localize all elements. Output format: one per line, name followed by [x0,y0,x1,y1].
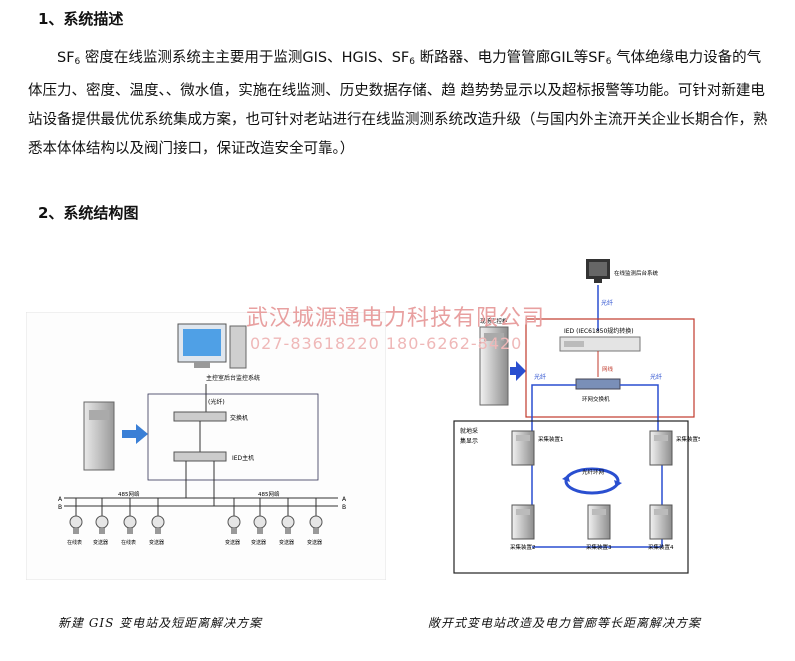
bus-network-label-left: 485网络 [118,490,140,498]
switch-icon [173,411,227,422]
fiber-label-right: 光纤 [650,373,662,381]
fiber-label-top: 光纤 [601,299,613,307]
sensor-label: 变送器 [149,539,164,546]
ring-switch-label: 环网交换机 [582,395,610,403]
sensor-gauge-icon [227,498,241,534]
collection-unit-label: 采集装置4 [648,543,674,551]
collection-unit-label: 采集装置2 [510,543,536,551]
arrow-right-icon [122,424,148,444]
collection-unit-icon [649,504,673,540]
sensor-gauge-icon [95,498,109,534]
bus-network-label-right: 485网络 [258,490,280,498]
field-control-cabinet-icon [479,326,509,406]
computer-icon [177,323,247,369]
ring-arrows-icon [562,467,622,495]
right-architecture-diagram: 在线监测后台系统 光纤 现场汇控柜 IED (IEC61850规约转换) 网线 … [453,259,700,574]
monitor-icon [586,259,610,283]
backend-label: 主控室后台监控系统 [206,374,260,382]
bus-b-label-right: B [342,504,346,511]
arrow-right-icon [510,361,526,381]
collection-unit-icon [511,430,535,466]
collection-unit-icon [511,504,535,540]
sensor-gauge-icon [281,498,295,534]
sensor-gauge-icon [309,498,323,534]
ied-host-icon [173,451,227,462]
gis-cabinet-icon [83,401,115,471]
legend-text-1: 就地采 [460,427,478,435]
sensor-label: 在线表 [121,539,136,546]
fiber-label: (光纤) [208,398,225,406]
sensor-label: 变送器 [279,539,294,546]
ied-protocol-label: IED (IEC61850规约转换) [564,327,634,335]
switch-label: 交换机 [230,414,248,422]
ied-host-label: IED主机 [232,454,254,462]
sensor-gauge-icon [151,498,165,534]
fiber-ring-label: 光纤环网 [582,468,605,476]
sensor-label: 变送器 [93,539,108,546]
collection-unit-icon [587,504,611,540]
section-heading-system-description: 1、系统描述 [38,10,124,28]
watermark-company: 武汉城源通电力科技有限公司 [246,306,546,331]
bus-b-label: B [58,504,62,511]
bus-a-label-right: A [342,496,347,503]
sensor-gauge-icon [69,498,83,534]
collection-unit-icon [649,430,673,466]
cabinet-label: 现场汇控柜 [480,317,508,325]
left-architecture-diagram: 主控室后台监控系统 (光纤) 交换机 IED主机 A A B B 485网络 4… [26,312,386,580]
caption-right: 敞开式变电站改造及电力管廊等长距离解决方案 [428,616,702,630]
collection-unit-label: 采集装置3 [586,543,612,551]
collection-unit-label: 采集装置1 [538,435,564,443]
sensor-label: 变送器 [251,539,266,546]
ring-switch-icon [575,378,621,390]
legend-text-2: 集显示 [460,437,478,445]
sensor-gauge-icon [253,498,267,534]
collection-unit-label: 采集装置5 [676,435,700,443]
ied-device-icon [559,336,641,352]
system-description-paragraph: SF6 密度在线监测系统主主要用于监测GIS、HGIS、SF6 断路器、电力管管… [28,50,768,157]
network-cable-label: 网线 [602,365,614,373]
sensor-label: 变送器 [225,539,240,546]
sensor-gauge-icon [123,498,137,534]
section-heading-system-structure: 2、系统结构图 [38,204,139,222]
bus-a-label: A [58,496,63,503]
fiber-label-left: 光纤 [534,373,546,381]
sensor-label: 在线表 [67,539,82,546]
backend-system-label: 在线监测后台系统 [614,269,659,277]
watermark-phones: 027-83618220 180-6262-8420 [250,334,523,353]
sensor-label: 变送器 [307,539,322,546]
caption-left: 新建 GIS 变电站及短距离解决方案 [58,616,263,630]
